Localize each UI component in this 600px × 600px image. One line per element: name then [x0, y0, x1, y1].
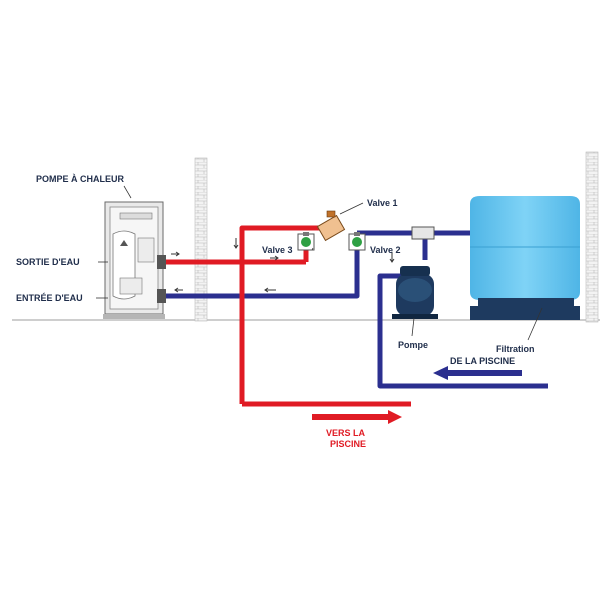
- water-out-label: SORTIE D'EAU: [16, 257, 80, 267]
- brick-wall-right: [585, 151, 599, 323]
- valve-3: [297, 232, 315, 251]
- heat-pump-label: POMPE À CHALEUR: [36, 174, 125, 184]
- valve-2-label: Valve 2: [370, 245, 401, 255]
- heat-pump-unit: [103, 201, 165, 319]
- inlet-connector: [157, 289, 166, 303]
- to-pool-label-line1: VERS LA: [326, 428, 366, 438]
- from-pool-label: DE LA PISCINE: [450, 356, 515, 366]
- water-in-label: ENTRÉE D'EAU: [16, 293, 83, 303]
- circulation-pump: [392, 266, 438, 319]
- to-pool-arrow: [312, 410, 402, 424]
- pump-label: Pompe: [398, 340, 428, 350]
- brick-wall-left: [194, 157, 208, 322]
- valve-1-label: Valve 1: [367, 198, 398, 208]
- filtration-tank: [470, 196, 580, 320]
- valve-3-label: Valve 3: [262, 245, 293, 255]
- valve-2: [348, 232, 366, 251]
- leader-lines: [96, 185, 543, 341]
- bypass-tee: [411, 226, 435, 240]
- flow-arrows: [171, 238, 395, 293]
- valve-1: [316, 210, 346, 242]
- filtration-label: Filtration: [496, 344, 535, 354]
- from-pool-arrow: [433, 366, 522, 380]
- to-pool-label-line2: PISCINE: [330, 439, 366, 449]
- outlet-connector: [157, 255, 166, 269]
